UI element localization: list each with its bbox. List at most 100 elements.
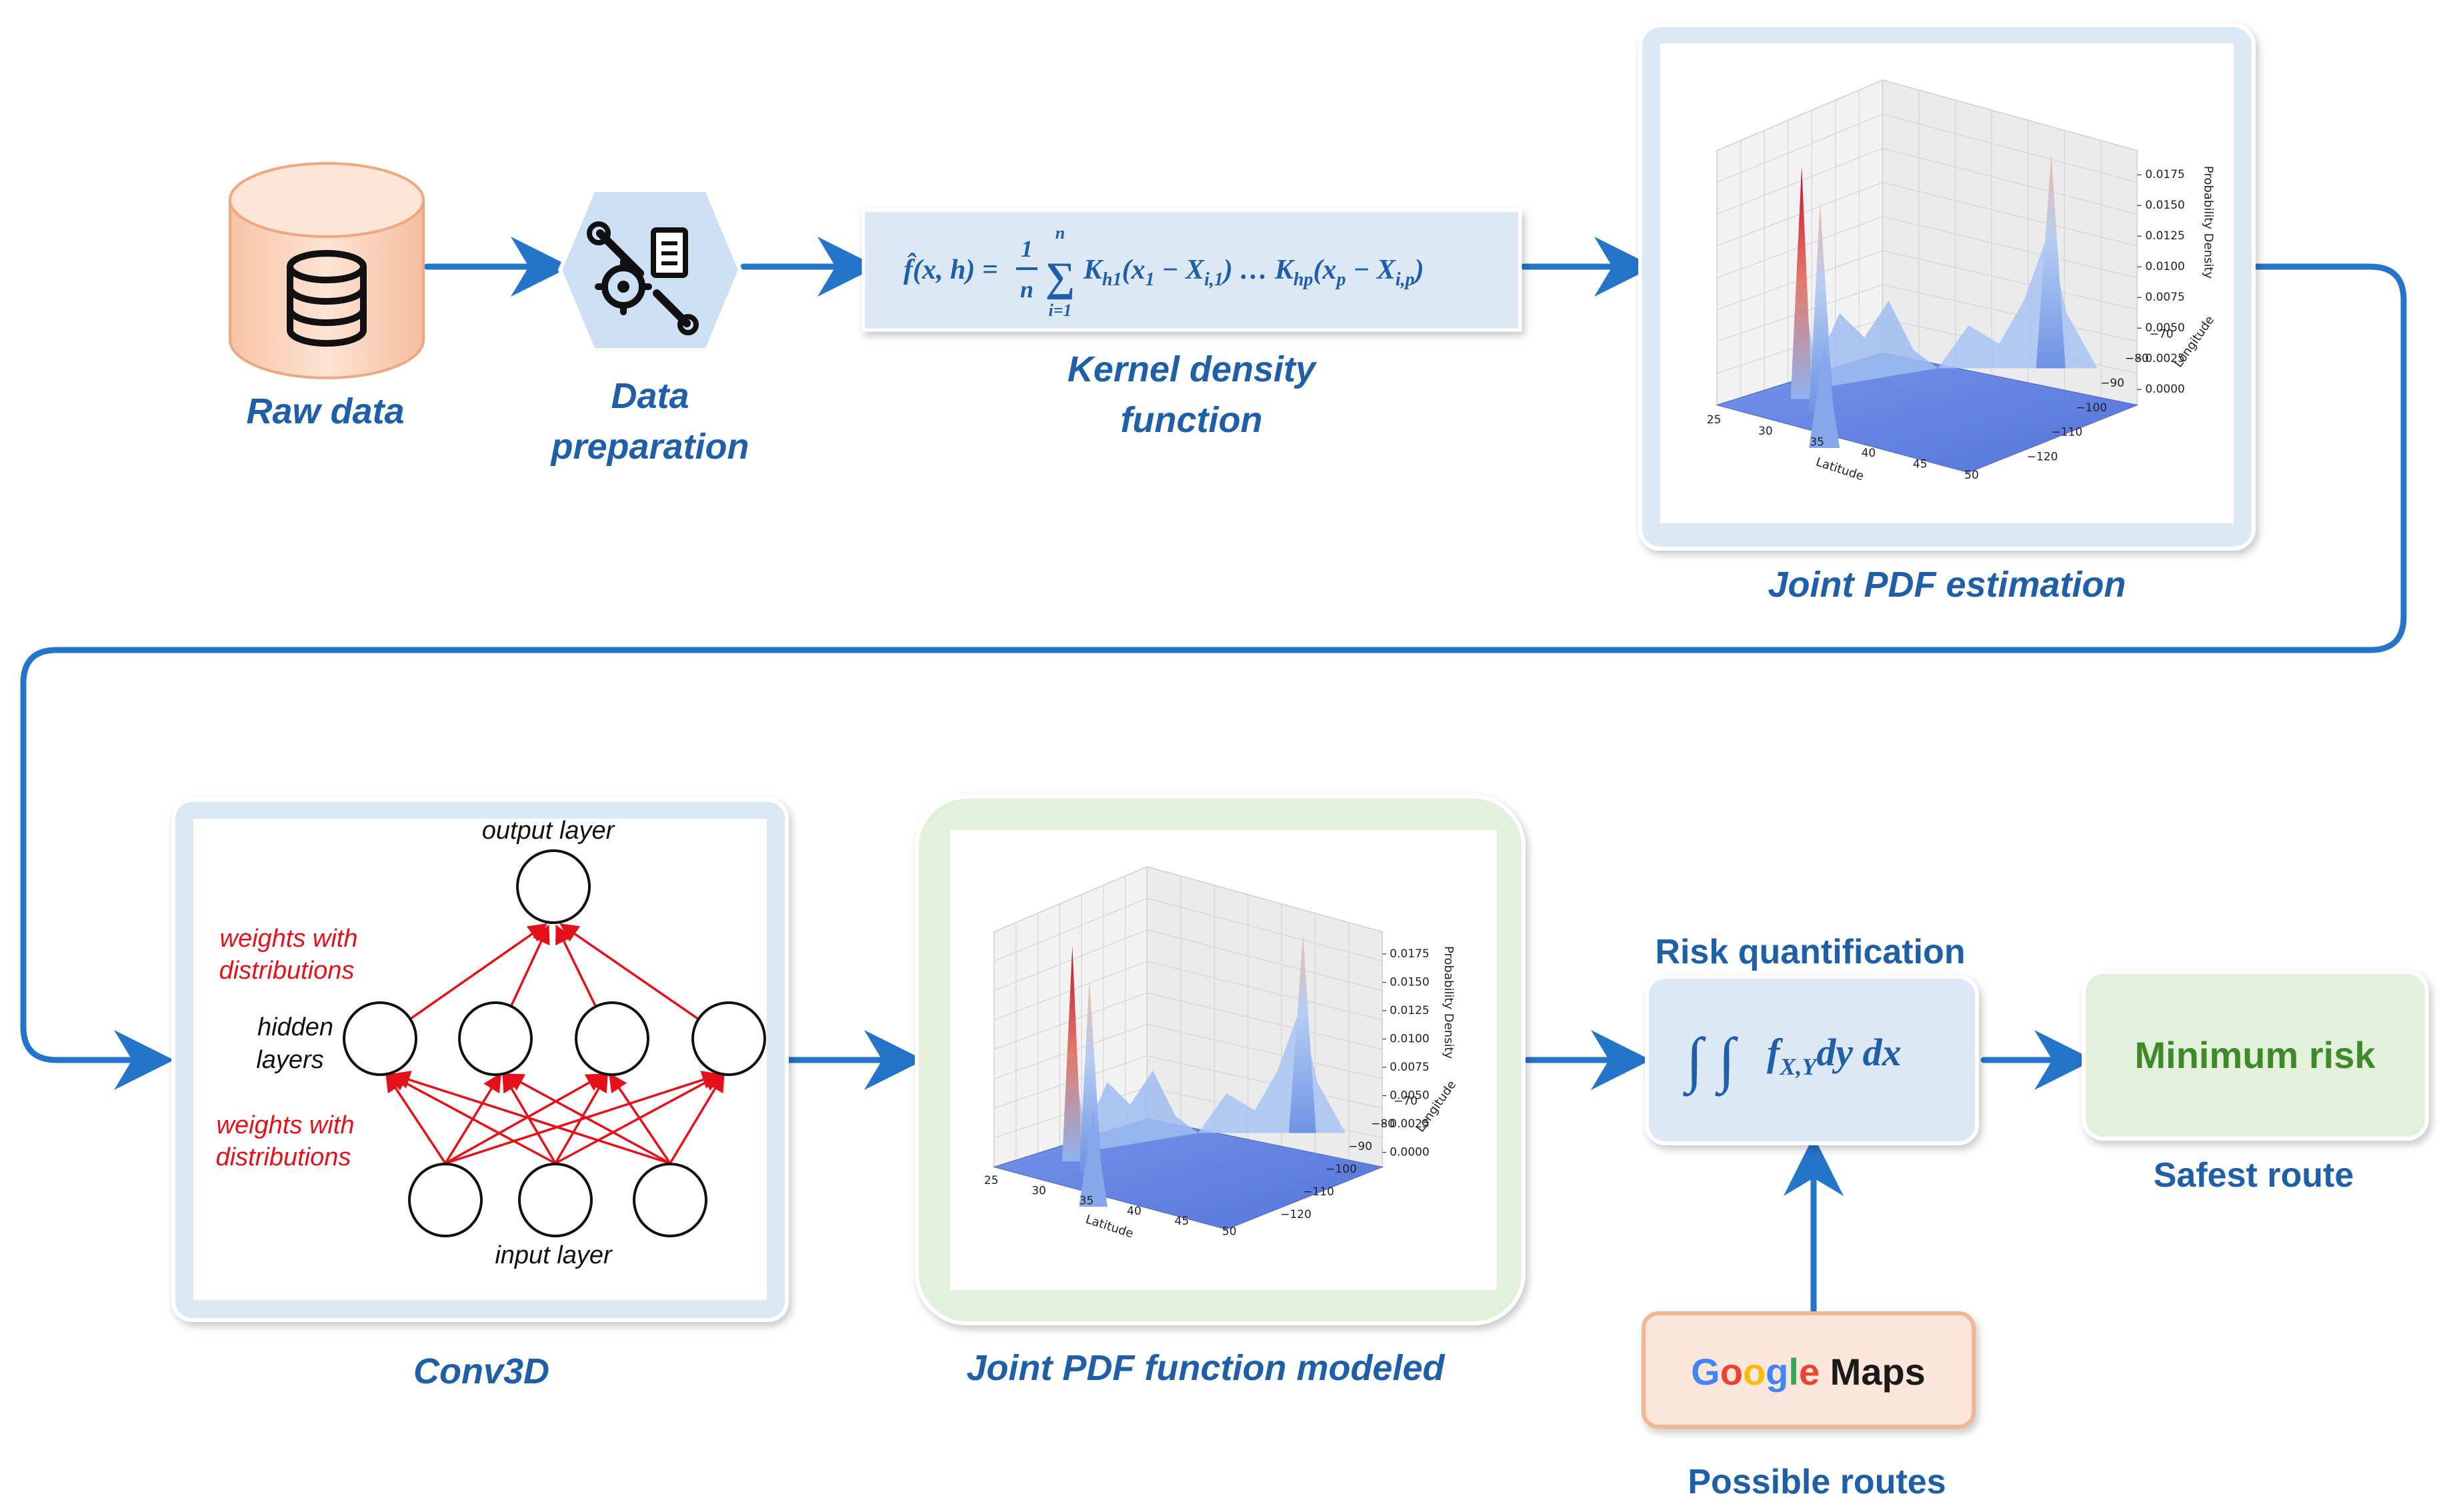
hidden-node [458,1001,533,1076]
lat-tick: 30 [1758,425,1773,438]
plot-peak [1079,980,1102,1173]
lat-tick: 50 [1964,469,1979,482]
z-tick: 0.0025 [2145,352,2184,365]
neural-network: output layer hidden layers input layer w… [216,817,766,1269]
z-tick: 0.0100 [1390,1033,1429,1046]
lon-tick: −120 [1280,1208,1312,1221]
plot-grid-line [993,897,1147,962]
google-maps-node: Google Maps Possible routes [1642,1311,1976,1501]
z-tick: 0.0125 [2145,229,2184,243]
lon-tick: −70 [1394,1095,1418,1108]
svg-text:Kh1(x1 − Xi,1) … Khp(xp − Xi,p: Kh1(x1 − Xi,1) … Khp(xp − Xi,p) [1083,255,1424,290]
hidden-layers-label-1: hidden [257,1013,333,1041]
cylinder-body [229,200,425,379]
kde-formula-box [861,208,1522,332]
output-node [516,849,591,924]
lat-tick: 40 [1862,447,1876,460]
hidden-node [343,1001,417,1076]
lat-tick: 25 [1707,413,1722,427]
plot-grid-line [1147,992,1383,1050]
tools-document-icon [587,221,699,335]
z-tick: 0.0075 [1390,1061,1429,1074]
lat-tick: 25 [984,1174,999,1187]
svg-text:1: 1 [1021,235,1033,262]
joint-pdf-estimation-node: 253035404550Latitude−70−80−90−100−110−12… [1638,23,2256,605]
plot-peak-red [1790,165,1812,399]
raw-data-label: Raw data [246,391,404,431]
kde-label-1: Kernel density [1067,349,1318,389]
weights-bottom-label-2: distributions [216,1143,351,1171]
plot-grid-line [1147,1023,1383,1079]
z-tick: 0.0150 [2145,199,2184,212]
svg-text:n: n [1055,223,1065,243]
cylinder-top [229,162,425,238]
z-axis-label: Probability Density [1442,946,1456,1059]
min-risk-label: Minimum risk [2135,1034,2376,1076]
kde-node: f̂(x, h) = 1 n n ∑ i=1 Kh1(x1 − Xi,1) … … [861,208,1522,440]
z-axis-label: Probability Density [2202,166,2216,279]
surface-plot-modeled: 253035404550Latitude−70−80−90−100−110−12… [984,865,1459,1241]
svg-text:∫ ∫: ∫ ∫ [1683,1025,1738,1097]
data-prep-node: Data preparation [549,188,749,467]
hidden-layers-label-2: layers [256,1046,323,1074]
google-maps-box [1642,1311,1976,1429]
risk-node: Risk quantification ∫ ∫ fX,Ydy dx [1645,933,1979,1145]
z-tick: 0.0175 [1390,947,1429,961]
z-tick: 0.0000 [1390,1146,1429,1159]
lon-tick: −100 [1326,1163,1357,1176]
plot-grid-line [1147,1055,1383,1109]
hidden-node [691,1001,766,1076]
svg-text:i=1: i=1 [1048,301,1071,320]
safest-route-label: Safest route [2154,1156,2354,1195]
output-layer-label: output layer [482,817,615,845]
kde-label-2: function [1121,400,1263,440]
risk-quantification-label: Risk quantification [1655,933,1965,971]
plot-grid-line [1716,147,1883,215]
data-prep-label-1: Data [611,376,689,416]
plot-grid-line [1882,113,2138,183]
database-icon [287,250,367,347]
plot-grid-line [1882,250,2138,311]
lat-tick: 45 [1175,1215,1189,1228]
min-risk-box [2082,970,2429,1141]
plot-grid-line [1147,897,1383,962]
lon-tick: −110 [2052,426,2083,439]
z-tick: 0.0050 [2145,321,2184,335]
weights-top-label-1: weights with [220,925,358,953]
plot-peak [2036,153,2066,369]
raw-data-node: Raw data [229,162,425,431]
lon-tick: −90 [1348,1140,1372,1153]
z-tick: 0.0000 [2145,383,2184,396]
plot-grid-line [1716,113,1883,183]
nn-nodes [343,849,766,1237]
possible-routes-label: Possible routes [1688,1463,1946,1501]
min-risk-node: Minimum risk Safest route [2082,970,2429,1195]
risk-formula-box [1645,975,1979,1145]
conv3d-label: Conv3D [413,1351,549,1391]
lat-tick: 35 [1810,435,1824,449]
joint-pdf-modeled-label: Joint PDF function modeled [967,1348,1446,1388]
plot-grid-line [1882,147,2138,215]
lat-tick: 35 [1079,1195,1094,1208]
lon-tick: −80 [2125,352,2149,365]
weights-top-label-2: distributions [219,957,355,985]
z-tick: 0.0175 [2145,168,2184,181]
weights-bottom-label-1: weights with [217,1111,355,1139]
connectors [20,237,2407,1327]
google-maps-logo: Google Maps [1691,1351,1926,1393]
input-node [408,1163,483,1237]
plot-peak [1809,203,1834,411]
arrow-joint-to-conv3d [20,263,2407,1090]
plot-grid-line [1147,929,1383,991]
plot-grid-line [1147,961,1383,1021]
conv3d-node: output layer hidden layers input layer w… [171,798,789,1391]
plot-peak-red [1062,946,1082,1161]
plot-grid-line [1882,181,2138,247]
plot-peak [1809,343,1840,448]
input-node [518,1163,593,1237]
z-tick: 0.0100 [2145,260,2184,273]
z-tick: 0.0050 [1390,1089,1429,1103]
plot-peak [1079,1110,1107,1207]
